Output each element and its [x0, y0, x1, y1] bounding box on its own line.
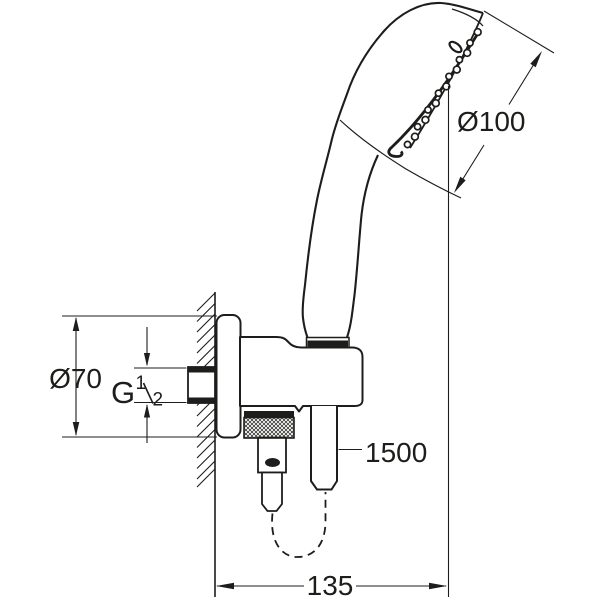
- arrowhead: [454, 176, 466, 193]
- label-hose-length: 1500: [365, 437, 427, 468]
- hose-connector: [310, 406, 338, 491]
- fraction-slash: [142, 382, 154, 404]
- dim-wall-distance: [216, 86, 450, 597]
- neck-crease-line: [339, 119, 462, 199]
- label-thread-letter: G: [111, 375, 135, 410]
- label-wall-distance: 135: [307, 570, 354, 600]
- dim-head-diameter: [454, 10, 555, 193]
- outlet-tube: [257, 436, 287, 512]
- face-oval-mark: [448, 40, 463, 54]
- head-back-outline: [301, 1, 442, 338]
- dim-ext-line-top: [483, 10, 555, 54]
- wall-holder-bracket: [239, 336, 364, 413]
- outlet-logo-mark: [265, 458, 280, 467]
- thread-nipple: [187, 366, 216, 404]
- hose-curve-dashed: [271, 492, 327, 558]
- shower-head: [301, 1, 484, 338]
- arrowhead: [530, 51, 542, 68]
- label-thread-denominator: 2: [153, 390, 164, 411]
- dim-escutcheon-diameter: [62, 315, 217, 438]
- head-top-edge: [440, 1, 484, 15]
- spray-nozzle-dots: [403, 27, 482, 149]
- handle-right-edge: [346, 154, 379, 338]
- wall-escutcheon: [215, 314, 242, 439]
- label-escutcheon-diameter: Ø70: [49, 363, 102, 394]
- knurled-union-nut: [243, 411, 295, 439]
- face-rim-inner: [451, 8, 484, 27]
- handle-cone-fill: [303, 319, 352, 338]
- label-head-diameter: Ø100: [457, 106, 526, 137]
- dim-thread-size: [134, 327, 187, 443]
- handle-clamp-band: [305, 336, 350, 349]
- face-rim-thick: [387, 29, 482, 158]
- label-thread-numerator: 1: [136, 373, 147, 394]
